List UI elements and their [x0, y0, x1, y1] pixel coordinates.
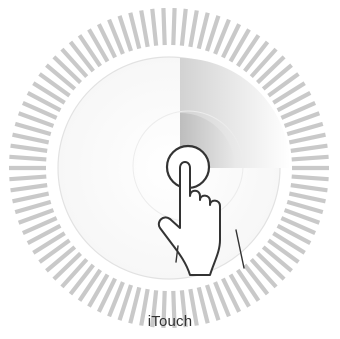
tick-mark	[130, 13, 139, 49]
tick-mark	[9, 177, 46, 180]
tick-mark	[46, 65, 74, 89]
tick-mark	[291, 146, 328, 151]
tick-mark	[245, 42, 268, 71]
caption-label: iTouch	[0, 313, 340, 330]
tick-mark	[15, 202, 51, 212]
tick-mark	[40, 240, 70, 262]
tick-mark	[287, 202, 323, 212]
tick-mark	[11, 185, 48, 190]
tick-mark	[152, 9, 156, 46]
tick-mark	[173, 8, 174, 45]
tick-mark	[251, 259, 276, 286]
tick-mark	[54, 253, 81, 279]
tick-mark	[11, 146, 48, 151]
tick-mark	[245, 265, 268, 294]
tick-mark	[62, 49, 87, 76]
tick-mark	[46, 247, 74, 271]
tick-mark	[182, 9, 186, 46]
tick-mark	[289, 135, 325, 143]
tick-mark	[199, 13, 208, 49]
tick-mark	[287, 124, 323, 134]
tick-mark	[291, 185, 328, 190]
tick-mark	[12, 135, 48, 143]
tick-mark	[12, 194, 48, 202]
tick-mark	[70, 42, 93, 71]
tick-mark	[141, 10, 147, 46]
tick-mark	[289, 194, 325, 202]
tick-mark	[257, 57, 284, 83]
tick-mark	[292, 177, 329, 180]
tick-mark	[40, 74, 70, 96]
tick-mark	[263, 247, 291, 271]
tick-mark	[257, 253, 284, 279]
tick-mark	[163, 8, 164, 45]
tick-mark	[269, 74, 299, 96]
tick-mark	[251, 49, 276, 76]
tick-mark	[263, 65, 291, 89]
tick-mark	[70, 265, 93, 294]
tick-mark	[269, 240, 299, 262]
tick-mark	[62, 259, 87, 286]
tick-mark	[9, 157, 46, 160]
tick-mark	[54, 57, 81, 83]
tick-mark	[292, 157, 329, 160]
tick-mark	[15, 124, 51, 134]
tick-mark	[190, 10, 196, 46]
